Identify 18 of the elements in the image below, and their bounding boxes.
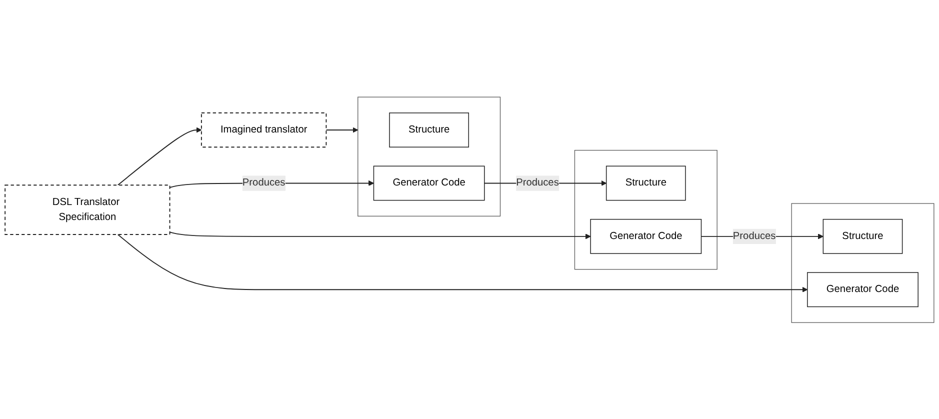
edge-label: Produces: [516, 177, 559, 188]
node-box: Imagined translator: [200, 112, 327, 148]
node-box: DSL Translator Specification: [4, 184, 170, 235]
edge-label: Produces: [732, 230, 776, 242]
node-box: Generator Code: [807, 272, 918, 307]
edge-label: Produces: [242, 177, 286, 188]
node-box: Generator Code: [590, 218, 702, 254]
arrow: [169, 231, 591, 239]
cluster: [574, 150, 718, 270]
cluster: [791, 202, 934, 323]
arrow: [117, 234, 808, 292]
node-box: Structure: [606, 165, 686, 200]
node-box: Generator Code: [373, 165, 485, 200]
node-box: Structure: [389, 112, 469, 148]
arrow: [326, 126, 358, 132]
cluster: [358, 96, 501, 216]
arrow: [117, 126, 202, 186]
node-box: Structure: [822, 218, 903, 254]
